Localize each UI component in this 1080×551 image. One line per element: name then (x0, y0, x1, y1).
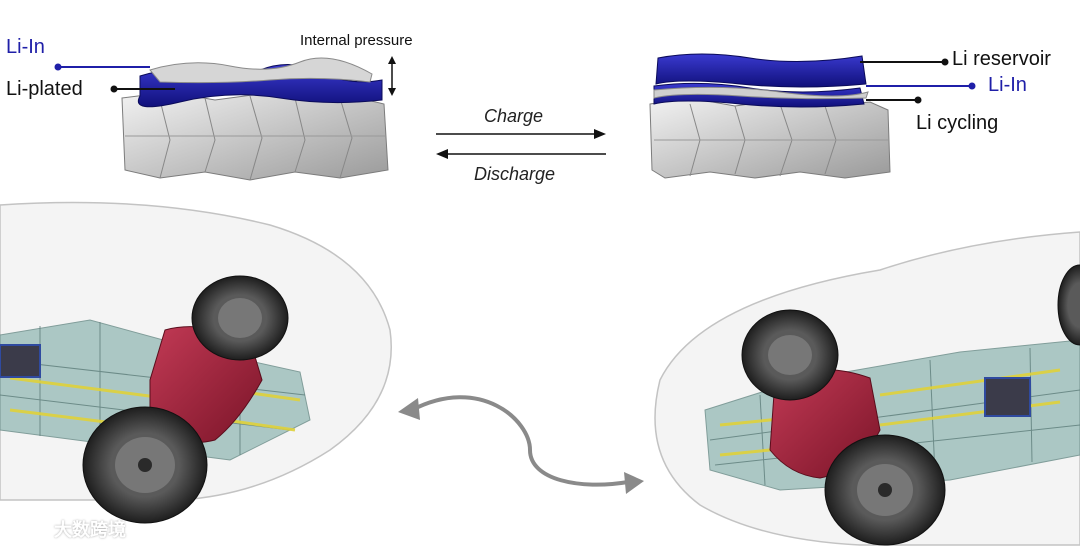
left-li-in-label: Li-In (6, 36, 45, 58)
right-cube-layer (649, 97, 891, 179)
discharge-label: Discharge (474, 164, 556, 184)
left-li-plated-label: Li-plated (6, 78, 83, 100)
left-electrode-stack (54, 56, 396, 181)
li-cycling-label: Li cycling (916, 112, 999, 134)
curved-double-arrow (398, 395, 644, 494)
right-li-cycling-layer (653, 86, 869, 100)
left-li-plated (149, 57, 373, 84)
watermark-logo (11, 513, 44, 538)
right-car (654, 231, 1080, 546)
right-li-reservoir-film (655, 53, 867, 88)
right-li-in-label: Li-In (988, 74, 1027, 96)
left-car (0, 201, 392, 524)
right-electrode-stack (649, 53, 976, 179)
internal-pressure-label: Internal pressure (300, 32, 413, 49)
left-cube-layer (121, 91, 389, 181)
watermark-text: 大数跨境 (54, 520, 126, 540)
charge-discharge-arrows (436, 129, 606, 159)
li-reservoir-label: Li reservoir (952, 48, 1051, 70)
charge-label: Charge (484, 106, 544, 126)
